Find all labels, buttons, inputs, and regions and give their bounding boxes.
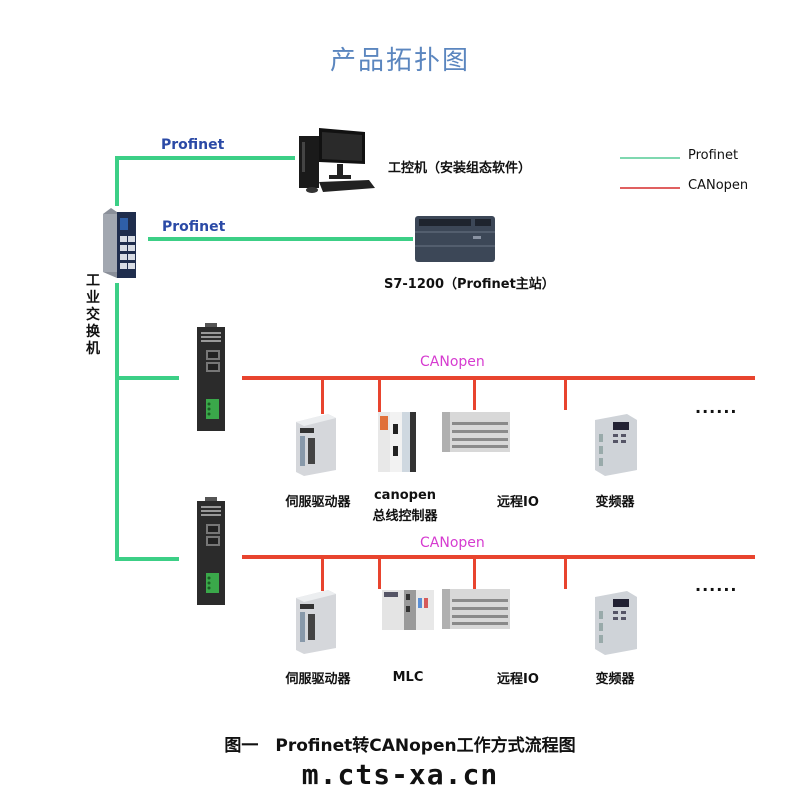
canopen-drop-2-3 xyxy=(473,557,476,589)
profinet-trunk-vertical xyxy=(115,283,119,561)
servo-drive-icon xyxy=(292,588,340,654)
device-label-2-3: 远程IO xyxy=(497,672,539,687)
profinet-label-pc: Profinet xyxy=(161,137,225,153)
website-url: m.cts-xa.cn xyxy=(301,758,499,791)
industrial-pc-label: 工控机（安装组态软件） xyxy=(388,161,532,176)
profinet-line-pc-horizontal xyxy=(115,156,295,160)
canopen-drop-1-2 xyxy=(378,378,381,412)
legend: Profinet CANopen xyxy=(618,148,778,198)
legend-profinet-label: Profinet xyxy=(688,148,739,163)
canopen-drop-1-3 xyxy=(473,378,476,410)
device-label-1-4: 变频器 xyxy=(595,495,635,510)
more-devices-2: ...... xyxy=(695,576,738,595)
mlc-controller-icon xyxy=(380,588,436,632)
profinet-label-plc: Profinet xyxy=(162,219,226,235)
profinet-canopen-gateway-1-icon xyxy=(195,323,227,433)
industrial-pc-icon xyxy=(297,128,377,194)
legend-canopen-swatch xyxy=(620,187,680,189)
more-devices-1: ...... xyxy=(695,398,738,417)
legend-canopen-label: CANopen xyxy=(688,178,749,193)
remote-io-icon xyxy=(440,587,512,632)
industrial-switch-icon xyxy=(101,208,137,278)
profinet-branch-gateway-1 xyxy=(115,376,179,380)
remote-io-icon xyxy=(440,410,512,455)
canopen-drop-2-4 xyxy=(564,557,567,589)
profinet-line-pc-vertical xyxy=(115,156,119,206)
canopen-bus-controller-icon xyxy=(376,410,418,474)
canopen-bus-2 xyxy=(242,555,755,559)
profinet-canopen-gateway-2-icon xyxy=(195,497,227,607)
profinet-branch-gateway-2 xyxy=(115,557,179,561)
plc-s7-1200-label: S7-1200（Profinet主站） xyxy=(384,277,555,292)
servo-drive-icon xyxy=(292,412,340,476)
frequency-inverter-icon xyxy=(591,412,639,476)
canopen-drop-2-1 xyxy=(321,557,324,591)
canopen-drop-1-1 xyxy=(321,378,324,414)
device-label-2-4: 变频器 xyxy=(595,672,635,687)
profinet-line-plc xyxy=(148,237,413,241)
canopen-drop-2-2 xyxy=(378,557,381,589)
figure-caption: 图一 Profinet转CANopen工作方式流程图 xyxy=(224,736,576,756)
canopen-bus-2-label: CANopen xyxy=(420,535,485,551)
switch-label: 工业交换机 xyxy=(86,273,100,357)
canopen-bus-1-label: CANopen xyxy=(420,354,485,370)
device-label-1-2a: canopen xyxy=(373,488,437,503)
frequency-inverter-icon xyxy=(591,589,639,655)
device-label-1-3: 远程IO xyxy=(497,495,539,510)
canopen-drop-1-4 xyxy=(564,378,567,410)
device-label-1-2b: 总线控制器 xyxy=(372,509,438,524)
device-label-2-2: MLC xyxy=(392,670,424,685)
device-label-1-1: 伺服驱动器 xyxy=(285,495,351,510)
legend-profinet-swatch xyxy=(620,157,680,159)
canopen-bus-1 xyxy=(242,376,755,380)
device-label-2-1: 伺服驱动器 xyxy=(285,672,351,687)
plc-s7-1200-icon xyxy=(413,214,497,264)
diagram-title: 产品拓扑图 xyxy=(329,46,470,76)
